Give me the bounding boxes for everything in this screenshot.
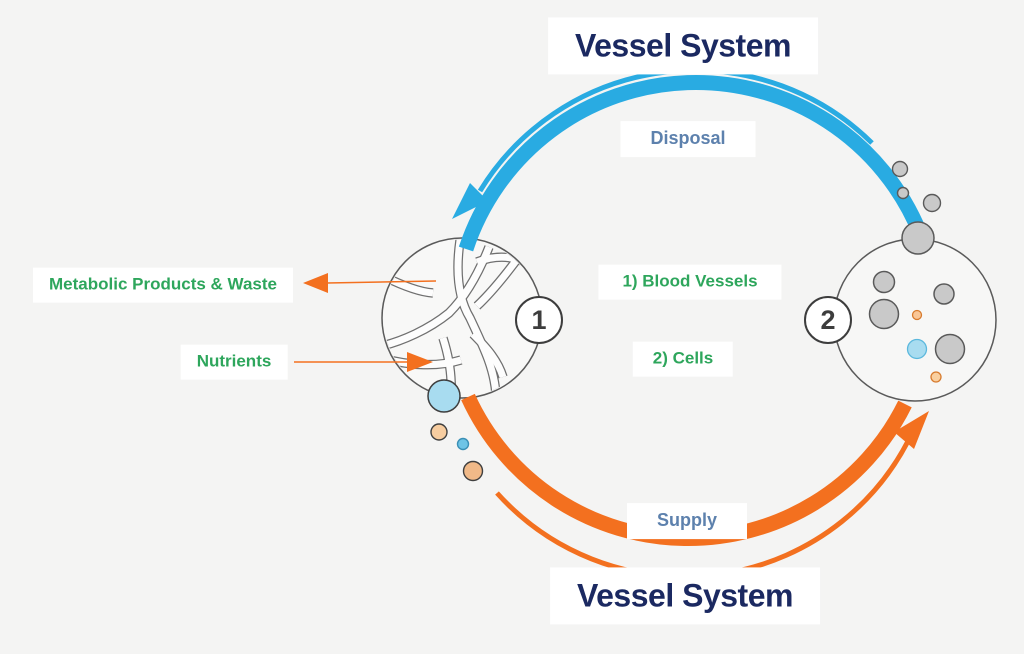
cell-cluster-icon: [868, 221, 966, 383]
bottom-title: Vessel System: [550, 567, 820, 625]
nutrients-arrow-icon: [294, 352, 433, 372]
node2-cells-circle: [833, 221, 997, 402]
nutrient-particles-icon: [427, 379, 484, 482]
waste-arrow-icon: [303, 273, 437, 293]
node1-badge: 1: [515, 296, 563, 344]
node2-number: 2: [820, 304, 836, 335]
node1-number: 1: [531, 304, 547, 335]
node2-badge: 2: [804, 296, 852, 344]
disposal-arrowhead-icon: [452, 183, 488, 219]
waste-particles-icon: [891, 160, 942, 213]
supply-arc-icon: [461, 393, 929, 580]
disposal-label: Disposal: [620, 121, 756, 157]
disposal-arc-icon: [452, 67, 927, 252]
legend-blood-vessels: 1) Blood Vessels: [598, 264, 782, 300]
supply-label: Supply: [626, 503, 748, 539]
metabolic-products-waste-label: Metabolic Products & Waste: [33, 267, 293, 303]
supply-arrowhead-icon: [894, 411, 929, 449]
legend-cells: 2) Cells: [632, 341, 734, 377]
nutrients-label: Nutrients: [180, 344, 288, 380]
top-title: Vessel System: [548, 17, 818, 75]
